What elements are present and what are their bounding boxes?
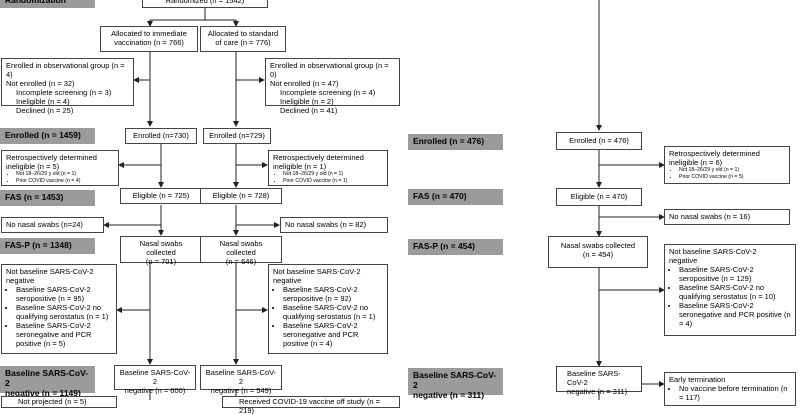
notneg-left-line1: Not baseline SARS-CoV-2 [6, 267, 94, 276]
enrolled-box-a: Enrolled (n=730) [125, 128, 197, 144]
baseline-b-line2: negative (n = 549) [210, 386, 272, 395]
eligible-box-a: Eligible (n = 725) [120, 188, 202, 204]
exclusion-item: Ineligible (n = 2) [280, 97, 334, 106]
stage-randomization: Randomization [0, 0, 95, 8]
baseline-r-line2: negative (n = 311) [567, 387, 628, 396]
observational-group-right: Enrolled in observational group (n = 0) [270, 61, 389, 79]
swabs-r-line1: Nasal swabs collected [560, 241, 636, 250]
randomized-box: Randomized (n = 1542) [142, 0, 268, 8]
notneg-item: Baseline SARS-CoV-2 seronegative and PCR… [16, 321, 112, 348]
exclusion-item: Declined (n = 41) [280, 106, 338, 115]
stage-fasp-left: FAS-P (n = 1348) [0, 238, 95, 254]
retro-ineligible-mid: Retrospectively determined ineligible (n… [268, 150, 388, 186]
swabs-b-line2: (n = 646) [225, 257, 257, 266]
swabs-collected-b: Nasal swabs collected (n = 646) [200, 236, 282, 266]
not-baseline-negative-left: Not baseline SARS-CoV-2 negative Baselin… [1, 264, 117, 354]
swabs-b-line1: Nasal swabs collected [219, 239, 263, 257]
stage-baseline-left: Baseline SARS-CoV-2 negative (n = 1149) [0, 366, 95, 397]
eligible-box-b: Eligible (n = 728) [200, 188, 282, 204]
no-nasal-swabs-mid: No nasal swabs (n = 82) [280, 217, 388, 233]
exclusion-box-right: Enrolled in observational group (n = 0) … [265, 58, 400, 115]
exclusion-item: Incomplete screening (n = 3) [16, 88, 112, 97]
swabs-collected-a: Nasal swabs collected (n = 701) [120, 236, 202, 266]
baseline-negative-right: Baseline SARS-CoV-2 negative (n = 311) [556, 366, 642, 396]
retro-item: Prior COVID vaccine (n = 1) [283, 178, 383, 185]
baseline-negative-a: Baseline SARS-CoV-2 negative (n = 600) [114, 365, 196, 395]
early-termination-box: Early termination No vaccine before term… [664, 372, 796, 406]
stage-baseline-right-line1: Baseline SARS-CoV-2 [413, 370, 497, 390]
observational-group-left: Enrolled in observational group (n = 4) [6, 61, 125, 79]
stage-fas-right: FAS (n = 470) [408, 189, 503, 205]
connector-lines [103, 0, 665, 400]
partial-box-left: Not projected (n = 5) [1, 396, 117, 408]
notneg-item: Baseline SARS-CoV-2 seronegative and PCR… [283, 321, 383, 348]
notneg-left-line2: negative [6, 276, 35, 285]
notneg-item: Baseline SARS-CoV-2 seronegative and PCR… [679, 301, 791, 328]
stage-baseline-right-line2: negative (n = 311) [413, 389, 485, 400]
retro-right-line1: Retrospectively determined [669, 149, 760, 158]
stage-enrolled-left: Enrolled (n = 1459) [0, 128, 95, 144]
notneg-item: Baseline SARS-CoV-2 seropositive (n = 92… [283, 285, 383, 303]
swabs-a-line2: (n = 701) [145, 257, 177, 266]
swabs-a-line1: Nasal swabs collected [139, 239, 183, 257]
retro-item: Not 18–26/29 y old (n = 1) [679, 167, 785, 174]
retro-item: Not 18–26/29 y old (n = 1) [283, 171, 383, 178]
stage-baseline-right: Baseline SARS-CoV-2 negative (n = 311) [408, 368, 503, 399]
baseline-a-line2: negative (n = 600) [124, 386, 186, 395]
notneg-item: Baseline SARS-CoV-2 no qualifying serost… [283, 303, 383, 321]
baseline-a-line1: Baseline SARS-CoV-2 [119, 368, 191, 386]
exclusion-item: Incomplete screening (n = 4) [280, 88, 376, 97]
not-baseline-negative-right: Not baseline SARS-CoV-2 negative Baselin… [664, 244, 796, 336]
retro-left-line1: Retrospectively determined [6, 153, 97, 162]
notneg-right-line2: negative [669, 256, 698, 265]
notneg-item: Baseline SARS-CoV-2 seropositive (n = 95… [16, 285, 112, 303]
early-termination-title: Early termination [669, 375, 726, 384]
not-enrolled-right: Not enrolled (n = 47) [270, 79, 339, 88]
notneg-item: Baseline SARS-CoV-2 no qualifying serost… [679, 283, 791, 301]
no-nasal-swabs-left: No nasal swabs (n=24) [1, 217, 104, 233]
stage-baseline-left-line1: Baseline SARS-CoV-2 [5, 368, 89, 388]
allocated-standard-box: Allocated to standard of care (n = 776) [200, 26, 286, 52]
baseline-b-line1: Baseline SARS-CoV-2 [205, 368, 277, 386]
enrolled-box-right: Enrolled (n = 476) [556, 132, 642, 150]
stage-fas-left: FAS (n = 1453) [0, 190, 95, 206]
swabs-collected-right: Nasal swabs collected (n = 454) [548, 236, 648, 268]
allocated-immediate-line2: vaccination (n = 766) [114, 38, 184, 47]
retro-item: Prior COVID vaccine (n = 5) [679, 174, 785, 181]
allocated-standard-line1: Allocated to standard [207, 29, 279, 38]
allocated-immediate-line1: Allocated to immediate [111, 29, 187, 38]
retro-ineligible-left: Retrospectively determined ineligible (n… [1, 150, 119, 186]
no-nasal-swabs-right: No nasal swabs (n = 16) [664, 209, 790, 225]
retro-item: Not 18–26/29 y old (n = 1) [16, 171, 114, 178]
not-baseline-negative-mid: Not baseline SARS-CoV-2 negative Baselin… [268, 264, 388, 354]
exclusion-item: Ineligible (n = 4) [16, 97, 70, 106]
retro-ineligible-right: Retrospectively determined ineligible (n… [664, 146, 790, 184]
stage-enrolled-right: Enrolled (n = 476) [408, 134, 503, 150]
enrolled-box-b: Enrolled (n=729) [203, 128, 271, 144]
allocated-standard-line2: of care (n = 776) [215, 38, 271, 47]
exclusion-item: Declined (n = 25) [16, 106, 74, 115]
exclusion-box-left: Enrolled in observational group (n = 4) … [1, 58, 134, 115]
swabs-r-line2: (n = 454) [582, 250, 614, 259]
retro-right-line2: ineligible (n = 6) [669, 158, 723, 167]
notneg-mid-line2: negative [273, 276, 302, 285]
notneg-item: Baseline SARS-CoV-2 no qualifying serost… [16, 303, 112, 321]
retro-left-line2: ineligible (n = 5) [6, 162, 60, 171]
retro-item: Prior COVID vaccine (n = 4) [16, 178, 114, 185]
early-termination-item: No vaccine before termination (n = 117) [679, 384, 791, 402]
baseline-negative-b: Baseline SARS-CoV-2 negative (n = 549) [200, 365, 282, 395]
eligible-box-right: Eligible (n = 470) [556, 188, 642, 206]
allocated-immediate-box: Allocated to immediate vaccination (n = … [100, 26, 198, 52]
stage-baseline-left-line2: negative (n = 1149) [5, 387, 81, 398]
notneg-mid-line1: Not baseline SARS-CoV-2 [273, 267, 361, 276]
baseline-r-line1: Baseline SARS-CoV-2 [567, 369, 621, 387]
not-enrolled-left: Not enrolled (n = 32) [6, 79, 75, 88]
retro-mid-line1: Retrospectively determined [273, 153, 364, 162]
partial-box-mid: Received COVID-19 vaccine off study (n =… [222, 396, 400, 415]
notneg-right-line1: Not baseline SARS-CoV-2 [669, 247, 757, 256]
retro-mid-line2: ineligible (n = 1) [273, 162, 327, 171]
stage-fasp-right: FAS-P (n = 454) [408, 239, 503, 255]
notneg-item: Baseline SARS-CoV-2 seropositive (n = 12… [679, 265, 791, 283]
